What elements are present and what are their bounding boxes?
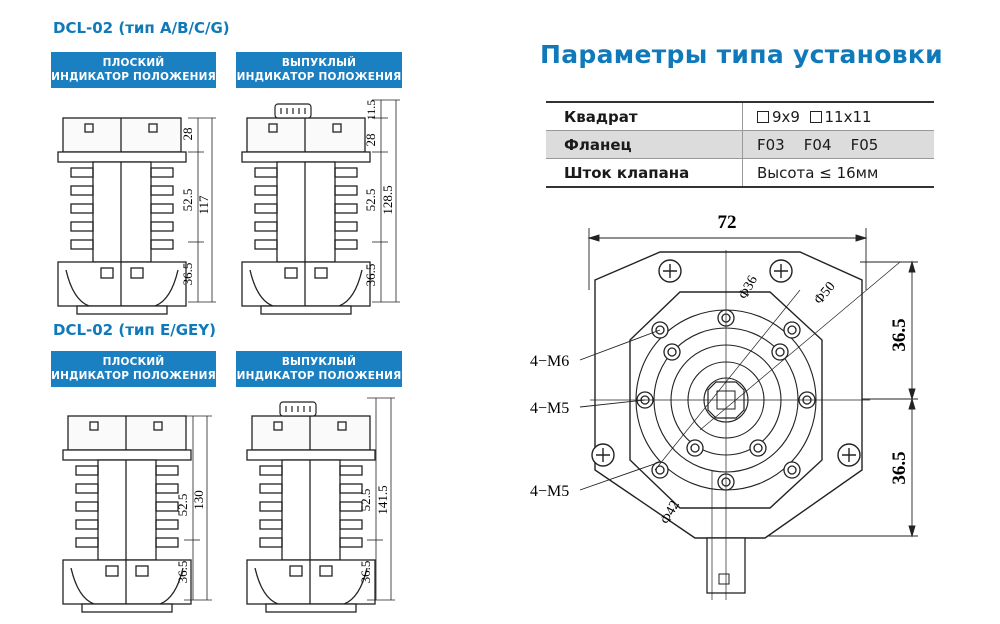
dim-lines-4 [367, 397, 395, 601]
dim-36-5: 36.5 [358, 561, 373, 584]
actuator-convex-egey [246, 401, 376, 613]
dim-130: 130 [191, 490, 206, 510]
actuator-convex-abcg [241, 103, 371, 315]
dim-36-5-bottom: 36.5 [889, 451, 910, 484]
actuator-flat-egey [62, 415, 192, 613]
badge-flat-indicator-2: ПЛОСКИЙ ИНДИКАТОР ПОЛОЖЕНИЯ [51, 351, 216, 387]
dim-72: 72 [718, 212, 737, 233]
dim-36-5-top: 36.5 [889, 318, 910, 351]
badge-line1: ВЫПУКЛЫЙ [281, 356, 357, 368]
dim-lines-3 [184, 415, 212, 601]
dim-52-5: 52.5 [180, 189, 195, 212]
badge-line1: ПЛОСКИЙ [102, 356, 165, 368]
dim-36-5: 36.5 [175, 561, 190, 584]
row-value: Высота ≤ 16мм [742, 158, 934, 188]
opt-9x9: 9x9 [772, 107, 800, 126]
badge-line1: ВЫПУКЛЫЙ [281, 57, 357, 69]
dim-lines-2 [372, 99, 400, 303]
row-value: 9x9 11x11 [742, 102, 934, 131]
badge-flat-indicator: ПЛОСКИЙ ИНДИКАТОР ПОЛОЖЕНИЯ [51, 52, 216, 88]
badge-line1: ПЛОСКИЙ [102, 57, 165, 69]
dim-28: 28 [363, 134, 378, 147]
label-4-m5-b: 4−M5 [530, 483, 569, 500]
dim-lines-1 [188, 117, 216, 303]
dim-117: 117 [196, 195, 211, 215]
badge-line2: ИНДИКАТОР ПОЛОЖЕНИЯ [51, 71, 216, 83]
actuator-flat-abcg [57, 117, 187, 315]
label-4-m5-a: 4−M5 [530, 400, 569, 417]
table-row: Фланец F03 F04 F05 [546, 130, 934, 159]
checkbox-11x11 [809, 110, 822, 123]
dim-36-5: 36.5 [180, 263, 195, 286]
badge-line2: ИНДИКАТОР ПОЛОЖЕНИЯ [51, 370, 216, 382]
dim-52-5: 52.5 [175, 494, 190, 517]
checkbox-9x9 [757, 110, 769, 123]
table-row: Шток клапана Высота ≤ 16мм [546, 158, 934, 188]
dim-28: 28 [180, 128, 195, 141]
badge-line2: ИНДИКАТОР ПОЛОЖЕНИЯ [236, 71, 402, 83]
row-key: Квадрат [546, 102, 743, 131]
dim-128-5: 128.5 [380, 185, 395, 214]
dim-52-5: 52.5 [358, 489, 373, 512]
dim-141-5: 141.5 [375, 485, 390, 514]
params-title: Параметры типа установки [540, 40, 943, 69]
section-title-abcg: DCL-02 (тип A/B/C/G) [53, 19, 230, 37]
section-title-egey: DCL-02 (тип E/GEY) [53, 321, 216, 339]
badge-line2: ИНДИКАТОР ПОЛОЖЕНИЯ [236, 370, 402, 382]
flange-drawing: 72 36.5 36.5 [530, 212, 918, 600]
table-row: Квадрат 9x9 11x11 [546, 102, 934, 131]
row-value: F03 F04 F05 [742, 130, 934, 159]
row-key: Фланец [546, 130, 743, 159]
dim-36-5: 36.5 [363, 264, 378, 287]
dim-52-5: 52.5 [363, 189, 378, 212]
dim-11-5: 11.5 [364, 100, 378, 121]
row-key: Шток клапана [546, 158, 743, 188]
badge-convex-indicator-2: ВЫПУКЛЫЙ ИНДИКАТОР ПОЛОЖЕНИЯ [236, 351, 402, 387]
badge-convex-indicator: ВЫПУКЛЫЙ ИНДИКАТОР ПОЛОЖЕНИЯ [236, 52, 402, 88]
opt-11x11: 11x11 [824, 107, 872, 126]
label-4-m6: 4−M6 [530, 353, 569, 370]
params-table: Квадрат 9x9 11x11 Фланец F03 F04 F05 Што… [546, 101, 934, 188]
